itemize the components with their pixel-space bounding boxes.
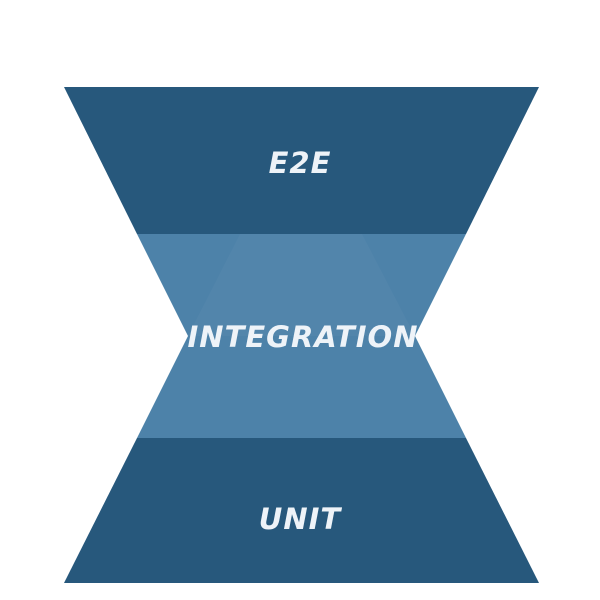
e2e-layer	[64, 87, 539, 234]
integration-layer	[137, 234, 466, 438]
e2e-label: E2E	[269, 146, 332, 180]
unit-label: UNIT	[259, 502, 343, 536]
unit-layer	[64, 438, 539, 583]
integration-label: INTEGRATION	[188, 320, 419, 354]
